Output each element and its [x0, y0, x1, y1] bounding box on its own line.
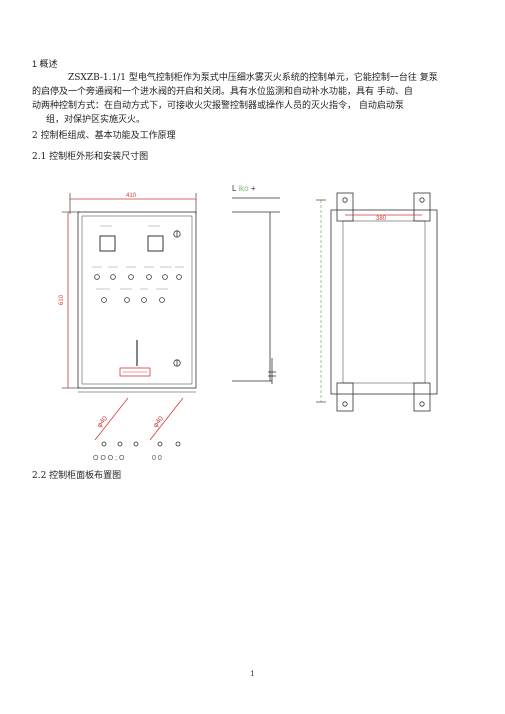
front-height-dim: 610 — [59, 294, 65, 305]
subsection-2-1-heading: 2.1 控制柜外形和安装尺寸图 — [32, 152, 149, 162]
paragraph-line-1: ZSXZB-1.1/1 型电气控制柜作为泵式中压细水雾灭火系统的控制单元，它能控… — [68, 73, 438, 83]
subsection-2-2-heading: 2.2 控制柜面板布置图 — [32, 471, 122, 481]
indicator-row-1 — [94, 274, 182, 280]
cable-label-1: φ40 — [96, 415, 109, 429]
rear-width-dim: 380 — [376, 216, 387, 222]
paragraph-line-4: 组，对保护区实施灭火。 — [46, 115, 146, 125]
section-2-heading: 2 控制柜组成、基本功能及工作原理 — [32, 131, 176, 141]
side-view — [232, 197, 280, 384]
cable-label-2: φ40 — [152, 415, 165, 429]
rear-view — [316, 192, 438, 412]
front-width-dim: 410 — [126, 193, 137, 199]
paragraph-line-2: 的启停及一个旁通阀和一个进水阀的开启和关闭。具有水位监测和自动补水功能，具有 手… — [32, 87, 413, 97]
section-1-heading: 1 概述 — [32, 59, 58, 69]
page-number: 1 — [250, 670, 255, 678]
bottom-holes-left: O O O ; O — [93, 455, 125, 462]
side-view-label: L iko + — [232, 184, 256, 193]
indicator-row-2 — [101, 297, 165, 303]
paragraph-line-3: 动两种控制方式：在自动方式下，可接收火灾报警控制器或操作人员的灭火指令， 自动启… — [32, 101, 404, 111]
bottom-holes-right: 0 0 — [152, 455, 162, 462]
front-view — [62, 193, 197, 447]
